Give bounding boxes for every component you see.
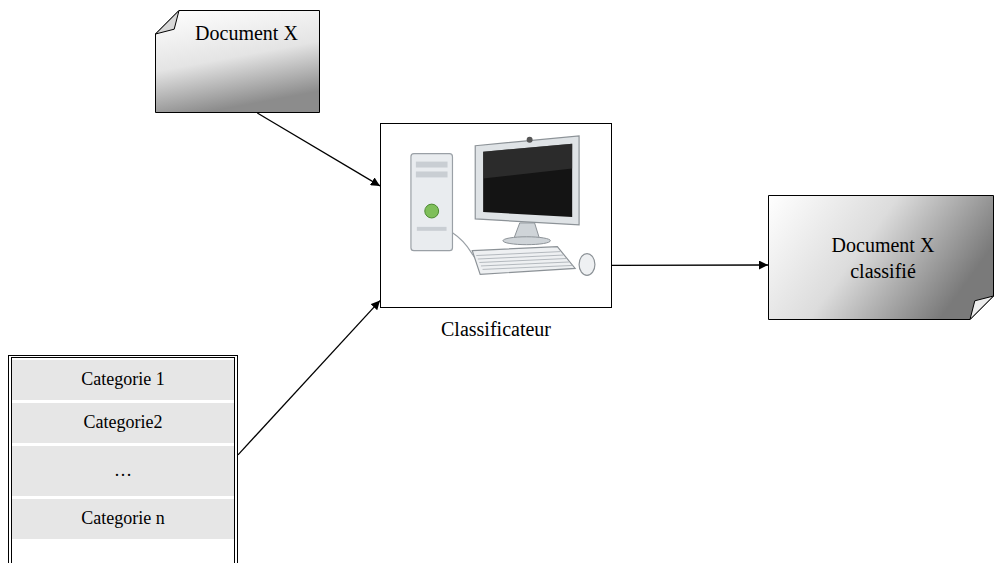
arrow-connector: [257, 113, 380, 186]
category-row: Categorie n: [12, 499, 234, 539]
folded-corner: [970, 296, 994, 320]
category-row: Categorie 1: [12, 360, 234, 400]
category-row: …: [12, 446, 234, 496]
page-outline: [769, 196, 994, 320]
classifier-box: Classificateur: [380, 123, 612, 342]
output-document: Document X classifié: [768, 195, 994, 320]
document-label: Document X classifié: [798, 232, 968, 284]
classifier-frame: [380, 123, 612, 308]
document-label: Document X: [185, 20, 308, 46]
category-name: Categorie2: [84, 411, 163, 434]
category-row: Categorie2: [12, 403, 234, 443]
folded-corner: [156, 11, 180, 35]
category-name: Categorie 1: [81, 368, 164, 391]
arrow-connector: [238, 301, 380, 455]
document-shape: [768, 195, 994, 320]
category-name: …: [114, 459, 132, 482]
classifier-caption: Classificateur: [380, 316, 612, 342]
input-document: Document X: [155, 10, 320, 113]
category-list: Categorie 1 Categorie2 … Categorie n: [8, 355, 238, 563]
page-outline: [156, 11, 320, 113]
category-name: Categorie n: [81, 507, 164, 530]
arrow-connector: [612, 264, 768, 266]
computer-illustration: [381, 124, 611, 307]
